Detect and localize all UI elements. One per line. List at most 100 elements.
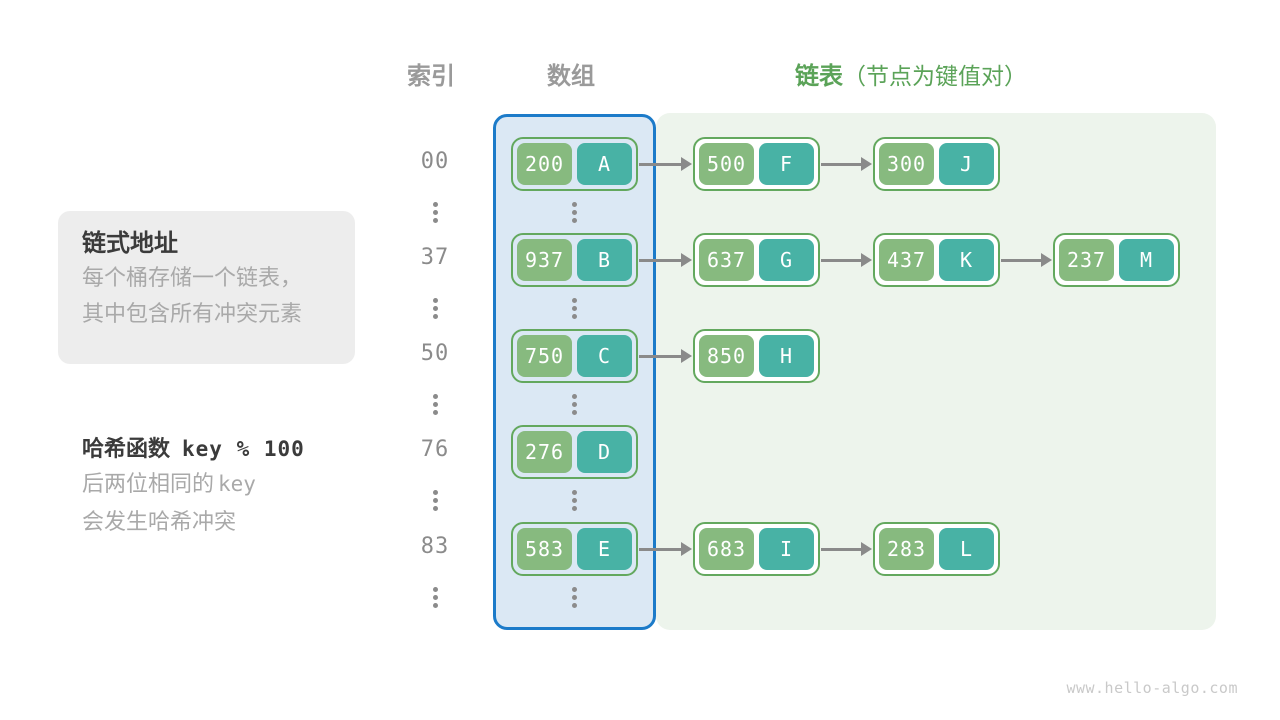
index-column-ellipsis: [432, 298, 438, 319]
index-label: 76: [420, 437, 450, 462]
ellipsis-dot: [572, 587, 577, 592]
arrow-connector: [639, 157, 692, 171]
ellipsis-dot: [572, 306, 577, 311]
node-value: I: [759, 528, 814, 570]
ellipsis-dot: [572, 218, 577, 223]
node-key: 750: [517, 335, 572, 377]
info-card-line-2: 其中包含所有冲突元素: [82, 301, 303, 326]
arrow-connector: [639, 542, 692, 556]
ellipsis-dot: [432, 587, 438, 592]
ellipsis-dot: [572, 410, 577, 415]
node-key: 637: [699, 239, 754, 281]
node-key: 283: [879, 528, 934, 570]
column-header-linked-list: 链表（节点为键值对）: [795, 56, 1027, 91]
ellipsis-dot: [432, 394, 438, 399]
site-watermark: www.hello-algo.com: [1066, 679, 1238, 697]
node-key: 850: [699, 335, 754, 377]
node-value: B: [577, 239, 632, 281]
index-label: 00: [420, 149, 450, 174]
node-value: G: [759, 239, 814, 281]
hash-note-line-2: 会发生哈希冲突: [82, 509, 237, 534]
index-label: 50: [420, 341, 450, 366]
hash-function-formula: key % 100: [182, 437, 305, 461]
node-value: F: [759, 143, 814, 185]
hash-note-line-1-key: key: [218, 472, 256, 496]
node-key: 937: [517, 239, 572, 281]
info-card-title: 链式地址: [82, 230, 178, 257]
arrow-connector: [1001, 253, 1052, 267]
node-value: H: [759, 335, 814, 377]
index-column-ellipsis: [432, 394, 438, 415]
column-header-array: 数组: [547, 63, 595, 90]
node-key: 583: [517, 528, 572, 570]
index-label: 83: [420, 534, 450, 559]
node-value: M: [1119, 239, 1174, 281]
node-key: 300: [879, 143, 934, 185]
index-column-ellipsis: [432, 587, 438, 608]
ellipsis-dot: [432, 298, 438, 303]
node-value: A: [577, 143, 632, 185]
array-column-ellipsis: [572, 587, 577, 608]
hash-function-title: 哈希函数 key % 100: [82, 433, 305, 465]
index-column-ellipsis: [432, 202, 438, 223]
hash-function-label: 哈希函数: [82, 436, 171, 461]
array-column-ellipsis: [572, 202, 577, 223]
ellipsis-dot: [432, 603, 438, 608]
arrow-connector: [639, 349, 692, 363]
linked-list-header-label: 链表: [795, 63, 843, 90]
array-column-ellipsis: [572, 490, 577, 511]
node-value: C: [577, 335, 632, 377]
linked-list-header-note: （节点为键值对）: [843, 63, 1027, 89]
ellipsis-dot: [432, 314, 438, 319]
ellipsis-dot: [572, 394, 577, 399]
node-key: 437: [879, 239, 934, 281]
arrow-connector: [639, 253, 692, 267]
ellipsis-dot: [572, 202, 577, 207]
ellipsis-dot: [572, 603, 577, 608]
ellipsis-dot: [572, 402, 577, 407]
ellipsis-dot: [432, 402, 438, 407]
node-value: E: [577, 528, 632, 570]
ellipsis-dot: [572, 314, 577, 319]
ellipsis-dot: [432, 498, 438, 503]
ellipsis-dot: [432, 218, 438, 223]
node-key: 683: [699, 528, 754, 570]
node-key: 200: [517, 143, 572, 185]
info-card-line-1: 每个桶存储一个链表，: [82, 265, 303, 290]
node-key: 237: [1059, 239, 1114, 281]
column-header-index: 索引: [407, 63, 455, 90]
hash-note-line-1-text: 后两位相同的: [82, 471, 215, 496]
ellipsis-dot: [572, 298, 577, 303]
node-value: K: [939, 239, 994, 281]
arrow-connector: [821, 253, 872, 267]
ellipsis-dot: [432, 595, 438, 600]
ellipsis-dot: [572, 490, 577, 495]
ellipsis-dot: [432, 202, 438, 207]
ellipsis-dot: [572, 506, 577, 511]
arrow-connector: [821, 542, 872, 556]
index-label: 37: [420, 245, 450, 270]
node-value: J: [939, 143, 994, 185]
ellipsis-dot: [572, 595, 577, 600]
node-key: 500: [699, 143, 754, 185]
node-value: D: [577, 431, 632, 473]
arrow-connector: [821, 157, 872, 171]
array-column-ellipsis: [572, 298, 577, 319]
ellipsis-dot: [432, 506, 438, 511]
node-key: 276: [517, 431, 572, 473]
